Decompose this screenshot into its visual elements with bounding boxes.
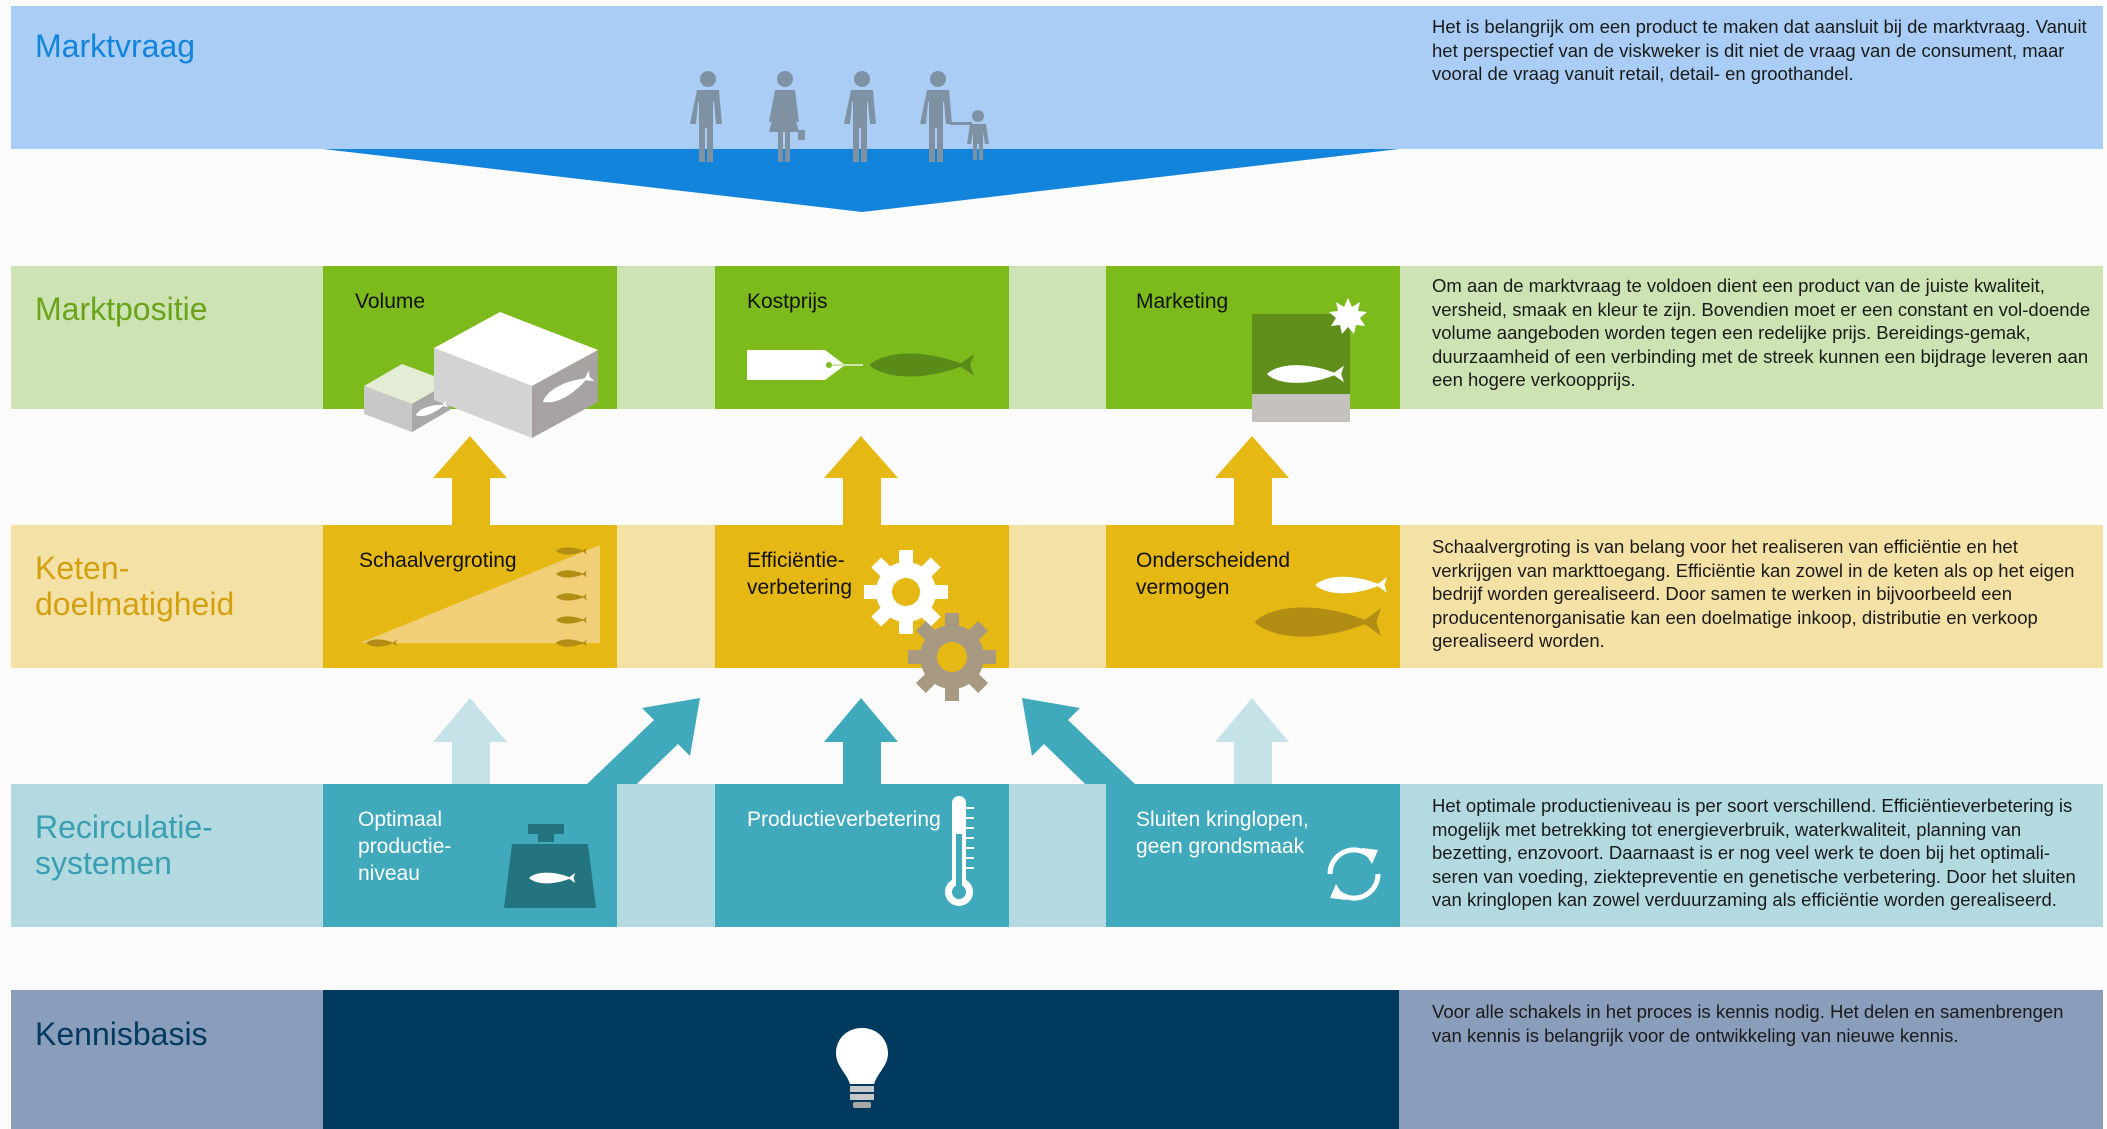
efficientie-label: Efficiëntie- verbetering — [747, 549, 853, 599]
recirculatie-description: Het optimale productieniveau is per soor… — [1432, 795, 2076, 910]
fish-icon — [869, 353, 974, 377]
fish-icon — [1315, 576, 1387, 594]
people-icon — [690, 71, 989, 162]
demand-funnel — [323, 149, 1399, 212]
schaalvergroting-label: Schaalvergroting — [359, 549, 517, 572]
scale-triangle-icon — [360, 545, 600, 647]
kennis-title: Kennisbasis — [35, 1016, 208, 1052]
recirculatie-title: Recirculatie- systemen — [35, 809, 213, 881]
gears-icon — [864, 550, 996, 701]
marktvraag-title: Marktvraag — [35, 28, 196, 64]
onderscheidend-box: Onderscheidend vermogen — [1106, 525, 1400, 668]
thermometer-icon — [945, 796, 974, 906]
keten-description: Schaalvergroting is van belang voor het … — [1432, 536, 2075, 651]
distinct-fish-icon — [1254, 576, 1387, 637]
weight-icon — [504, 824, 596, 908]
up-arrows-teal — [433, 698, 1289, 810]
recycle-icon — [1327, 847, 1381, 901]
marktpositie-title: Marktpositie — [35, 291, 208, 327]
boxes-icon — [364, 312, 598, 438]
onderscheidend-label: Onderscheidend vermogen — [1136, 549, 1291, 599]
marktvraag-description: Het is belangrijk om een product te make… — [1432, 16, 2087, 84]
marktvraag-band — [11, 6, 2103, 149]
lightbulb-icon — [836, 1028, 888, 1108]
kringlopen-label: Sluiten kringlopen, geen grondsmaak — [1136, 808, 1309, 858]
productieverbetering-label: Productieverbetering — [747, 808, 941, 831]
kostprijs-label: Kostprijs — [747, 290, 828, 313]
productieniveau-label: Optimaal productie- niveau — [358, 808, 452, 885]
starburst-icon — [1329, 298, 1367, 334]
marktpositie-description: Om aan de marktvraag te voldoen dient ee… — [1432, 275, 2091, 390]
kennis-description: Voor alle schakels in het proces is kenn… — [1432, 1001, 2064, 1046]
volume-label: Volume — [355, 290, 426, 313]
price-tag-icon — [747, 350, 974, 380]
kostprijs-box: Kostprijs — [715, 266, 1009, 409]
marketing-label: Marketing — [1136, 290, 1229, 313]
kringlopen-box: Sluiten kringlopen, geen grondsmaak — [1106, 784, 1400, 927]
keten-title: Keten- doelmatigheid — [35, 550, 235, 622]
marketing-package-icon — [1252, 298, 1367, 422]
up-arrows-yellow — [433, 436, 1289, 526]
